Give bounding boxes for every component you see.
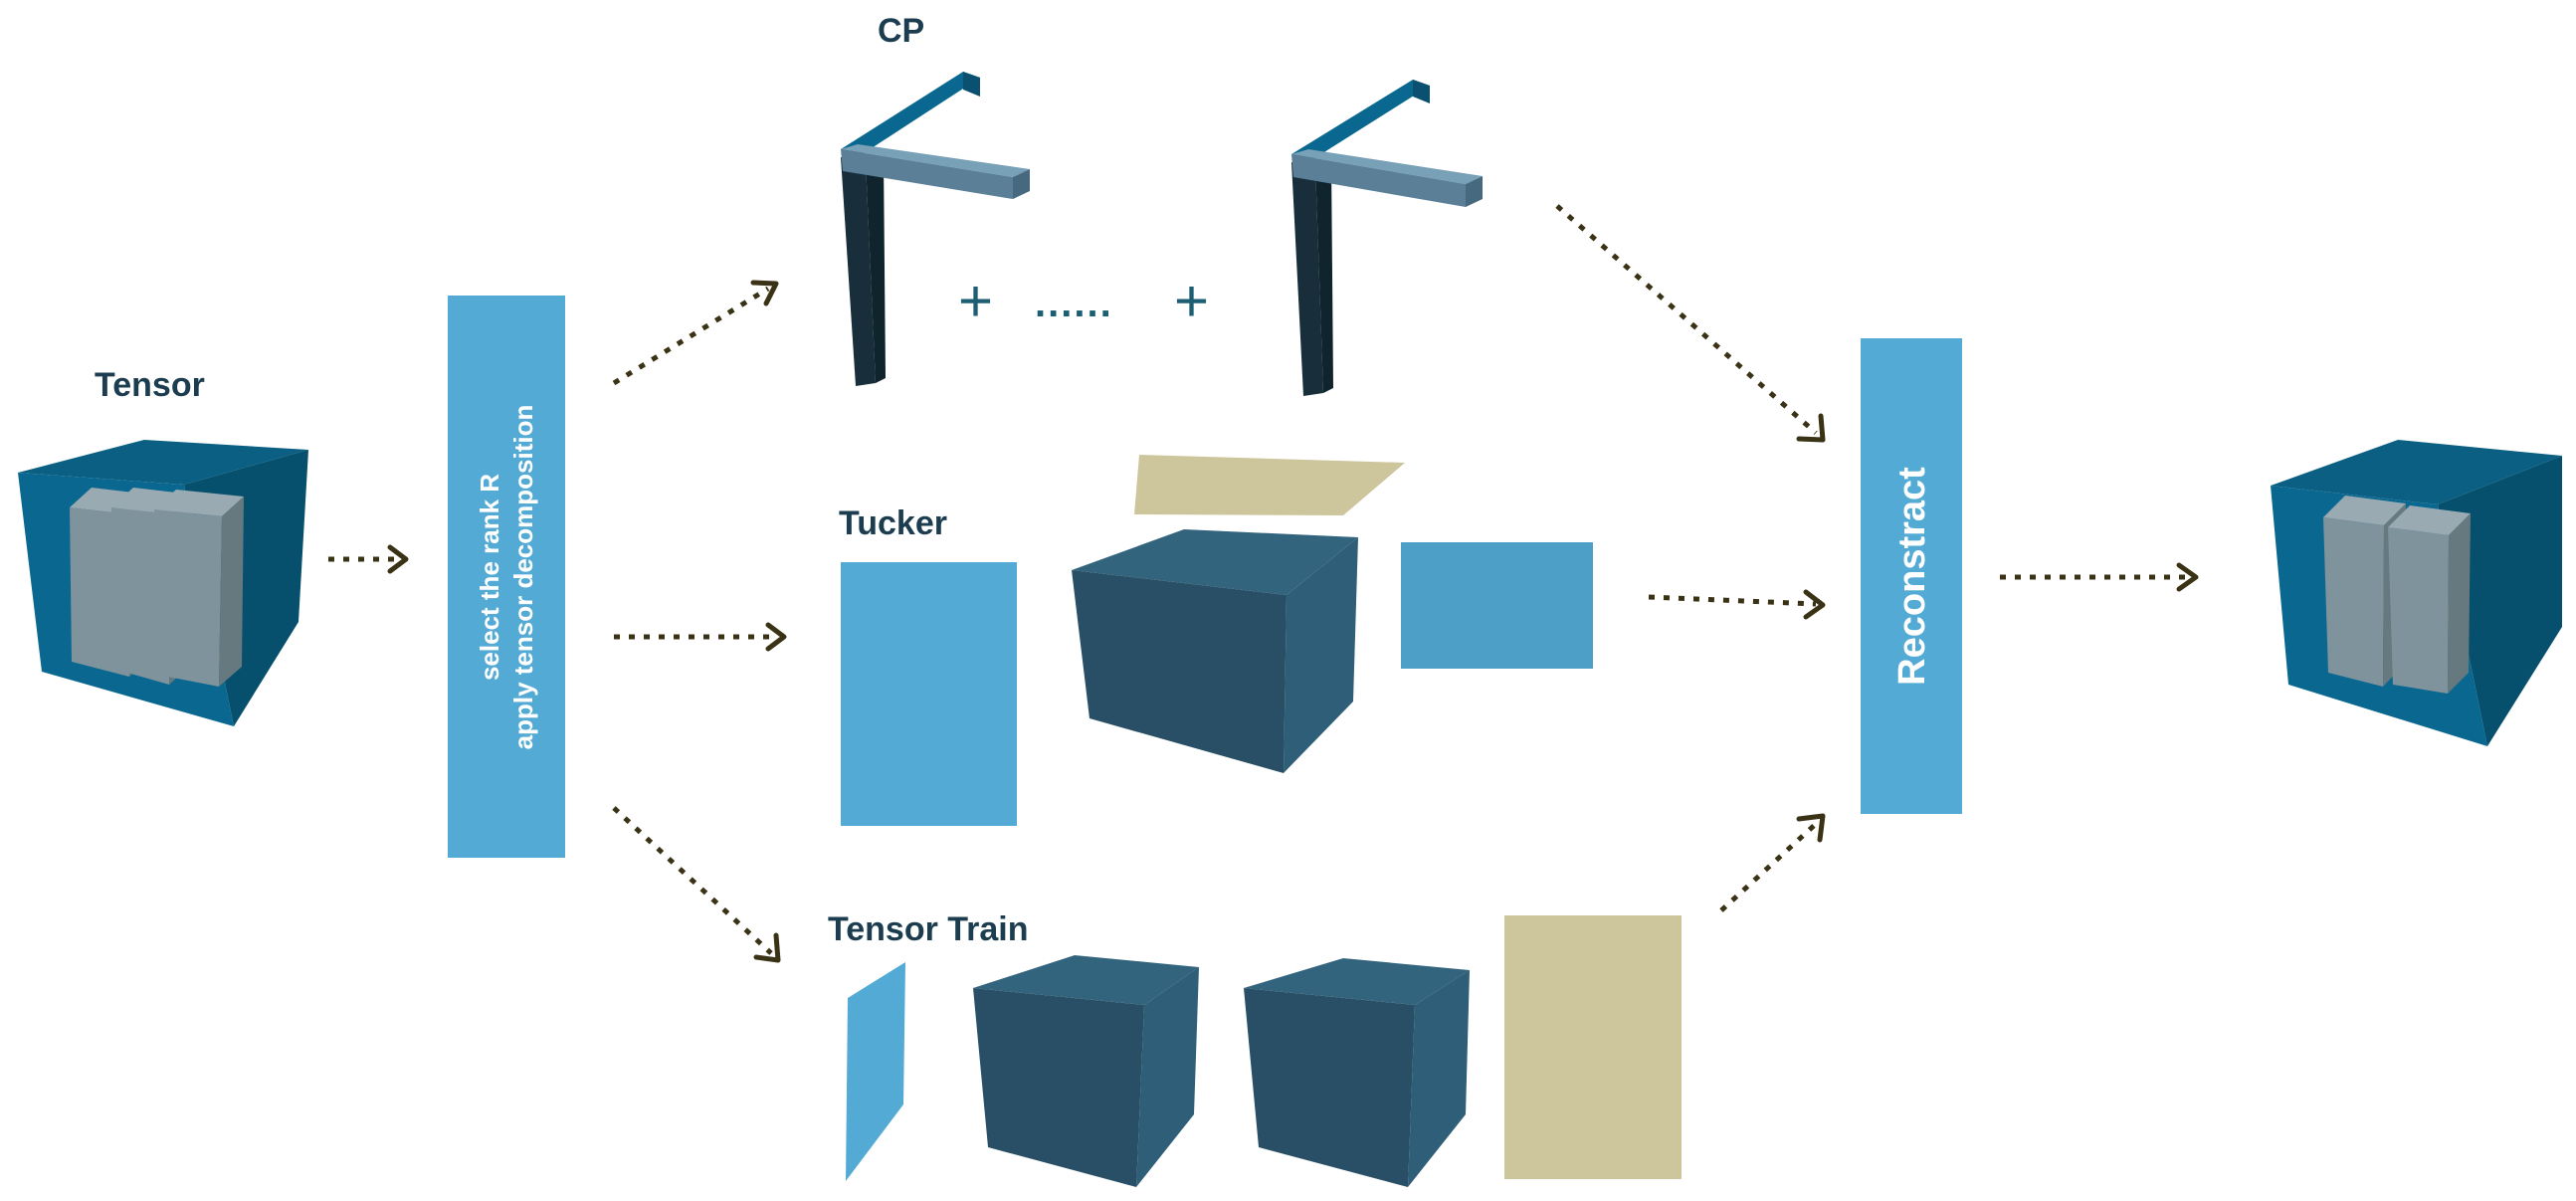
output-tensor-cube: [2271, 440, 2562, 746]
cp-rank-one-term-1: [841, 72, 1030, 386]
arrow-tucker-to-reconstruct: [1648, 589, 1826, 620]
cp-ellipsis: ......: [1035, 282, 1113, 325]
cp-label: CP: [878, 12, 924, 50]
reconstruct-box: [1861, 338, 1962, 814]
arrow-step-to-tensor-train: [612, 806, 781, 963]
output-slice-2: [2388, 527, 2449, 694]
arrow-cp-to-reconstruct: [1555, 204, 1826, 443]
output-slice-1: [2323, 517, 2384, 687]
arrow-tensor-to-step: [328, 544, 409, 574]
arrow-reconstruct-to-output: [2000, 562, 2199, 592]
tucker-factor-matrix-c: [1134, 455, 1405, 515]
decomposition-step-box: [448, 296, 565, 858]
tucker-factor-matrix-b: [1401, 542, 1593, 669]
tensor-train-label: Tensor Train: [828, 910, 1029, 948]
tt-core-first: [846, 962, 905, 1181]
arrow-tt-to-reconstruct: [1719, 813, 1826, 912]
step-line-1: select the rank R: [475, 474, 504, 681]
tucker-core-tensor: [1072, 529, 1358, 773]
input-cube-top: [18, 440, 308, 485]
step-line-2: apply tensor decomposition: [508, 405, 538, 750]
cp-plus-1: +: [958, 268, 993, 334]
arrow-step-to-tucker: [614, 622, 787, 652]
tt-core-last: [1504, 915, 1682, 1179]
tensor-slice-3: [154, 509, 222, 687]
tt-core-3: [1244, 958, 1470, 1187]
arrow-step-to-cp: [612, 280, 779, 386]
output-cube-top: [2271, 440, 2562, 504]
tucker-label: Tucker: [839, 504, 947, 542]
input-tensor-cube: [18, 440, 308, 726]
tt-core-2: [973, 955, 1199, 1187]
tensor-label: Tensor: [95, 366, 205, 404]
reconstruct-label: Reconstract: [1891, 467, 1933, 686]
tucker-factor-matrix-a: [841, 562, 1017, 826]
cp-plus-2: +: [1174, 268, 1209, 334]
cp-rank-one-term-r: [1291, 80, 1483, 396]
